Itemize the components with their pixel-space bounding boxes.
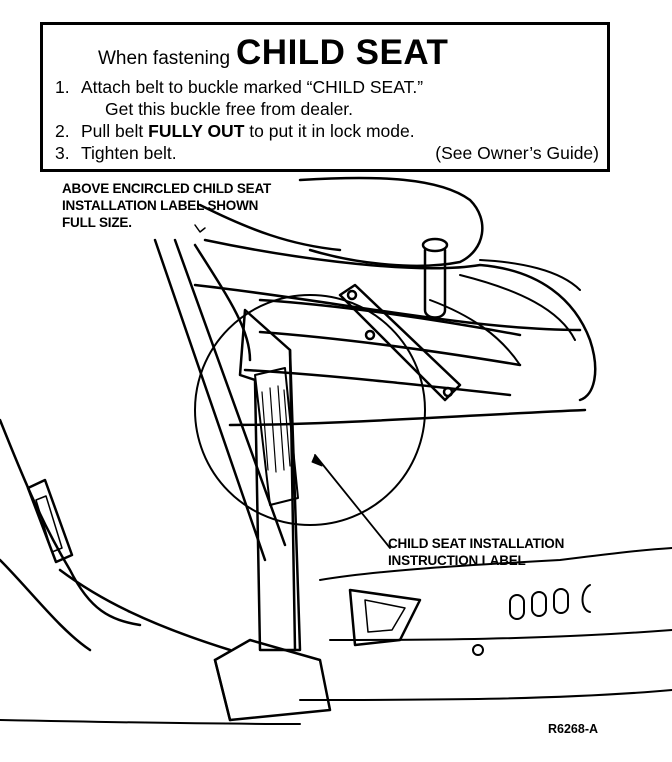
- step-3-text: Tighten belt.: [81, 143, 177, 163]
- rail-line-2: [459, 274, 576, 341]
- bracket-hole-1: [346, 289, 358, 301]
- heading-main: CHILD SEAT: [236, 33, 449, 72]
- latch-post-top: [421, 237, 449, 253]
- headrest-curve: [198, 203, 342, 252]
- leader-top: [194, 224, 206, 233]
- step-1-text: Attach belt to buckle marked “CHILD SEAT…: [81, 77, 424, 97]
- seat-cushion-outline: [203, 238, 597, 402]
- cushion-quilt-line-2: [258, 330, 522, 367]
- bracket-hole-2: [442, 386, 454, 398]
- door-switch: [26, 478, 74, 564]
- door-panel: [58, 568, 232, 652]
- stalk-base: [213, 638, 332, 722]
- belt-webbing-side: [193, 243, 252, 362]
- console-slot-2: [531, 591, 547, 617]
- step-2: 2. Pull belt FULLY OUT to put it in lock …: [55, 121, 415, 142]
- console-slot-3: [553, 588, 569, 614]
- cushion-front: [193, 283, 582, 332]
- bracket-hole-3: [364, 329, 376, 341]
- latch-post: [423, 248, 447, 319]
- step-3-number: 3.: [55, 143, 70, 163]
- console-top: [319, 547, 672, 581]
- anchor-bracket: [338, 283, 462, 402]
- console-slot-1: [509, 594, 525, 620]
- rail-line-3: [479, 259, 581, 291]
- step-2-pre: Pull belt: [81, 121, 149, 141]
- owners-guide-reference: (See Owner’s Guide): [435, 143, 599, 163]
- step-1-number: 1.: [55, 77, 70, 97]
- cushion-edge: [228, 408, 587, 427]
- console-screw: [472, 644, 484, 656]
- console-body: [329, 629, 672, 641]
- cushion-quilt-line-1: [258, 298, 522, 337]
- encircle-ring: [194, 294, 426, 526]
- floor-line: [0, 719, 301, 725]
- step-1: 1. Attach belt to buckle marked “CHILD SE…: [55, 77, 423, 98]
- door-lower: [0, 558, 92, 652]
- figure-code: R6268-A: [548, 722, 599, 736]
- console-handle-inner: [364, 599, 406, 633]
- heading-lead: When fastening: [98, 48, 231, 69]
- callout-installation-label: CHILD SEAT INSTALLATION INSTRUCTION LABE…: [388, 536, 565, 568]
- step-2-post: to put it in lock mode.: [244, 121, 415, 141]
- step-2-bold: FULLY OUT: [148, 121, 245, 141]
- step-2-number: 2.: [55, 121, 70, 141]
- console-handle: [348, 588, 422, 647]
- step-3: 3. Tighten belt.: [55, 143, 177, 164]
- console-lower: [299, 689, 672, 701]
- rail-line-1: [429, 299, 521, 366]
- leader-label: [314, 454, 391, 549]
- console-slot-4: [581, 584, 591, 613]
- stalk-base-top: [213, 658, 232, 722]
- stalk-label-text-lines: [261, 385, 291, 473]
- door-switch-inner: [35, 495, 63, 553]
- step-1-subtext: Get this buckle free from dealer.: [105, 99, 354, 119]
- callout-encircled-label: ABOVE ENCIRCLED CHILD SEAT INSTALLATION …: [62, 181, 272, 230]
- leader-label-arrow: [311, 454, 323, 467]
- stalk-label: [254, 367, 299, 506]
- cushion-quilt-line-3: [243, 368, 512, 397]
- door-trim: [0, 418, 142, 627]
- headrest-outline: [298, 176, 484, 268]
- belt-webbing-right: [173, 238, 287, 547]
